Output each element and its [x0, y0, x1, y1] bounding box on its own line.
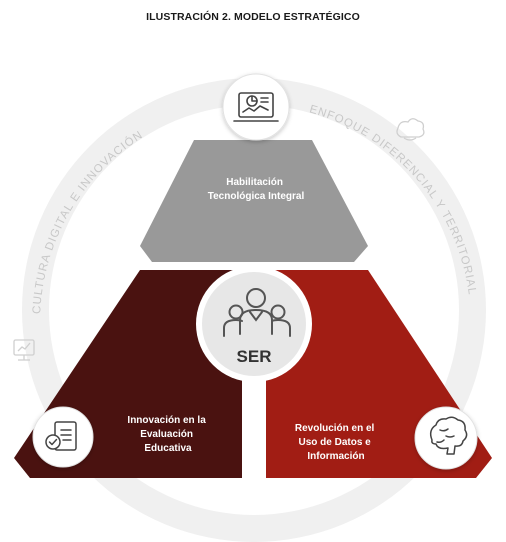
brain-icon	[429, 416, 468, 455]
center-label: SER	[237, 347, 272, 366]
segment-data-revolution-label: Revolución en el Uso de Datos e Informac…	[295, 423, 377, 462]
diagram-title: ILUSTRACIÓN 2. MODELO ESTRATÉGICO	[146, 11, 360, 23]
segment-evaluation-innovation-label: Innovación en la Evaluación Educativa	[127, 415, 208, 454]
segment-tech-enablement	[140, 140, 368, 262]
dashboard-monitor-badge	[222, 73, 290, 141]
center-circle	[202, 272, 306, 376]
ring-cloud-icon	[396, 118, 425, 141]
people-group-icon	[223, 288, 291, 337]
ring-monitor-icon	[13, 339, 35, 361]
segment-tech-enablement-label: Habilitación Tecnológica Integral	[208, 177, 305, 202]
checklist-document-icon	[45, 421, 77, 451]
checklist-document-badge	[32, 406, 94, 468]
dashboard-monitor-icon	[233, 92, 279, 122]
brain-badge	[414, 406, 478, 470]
